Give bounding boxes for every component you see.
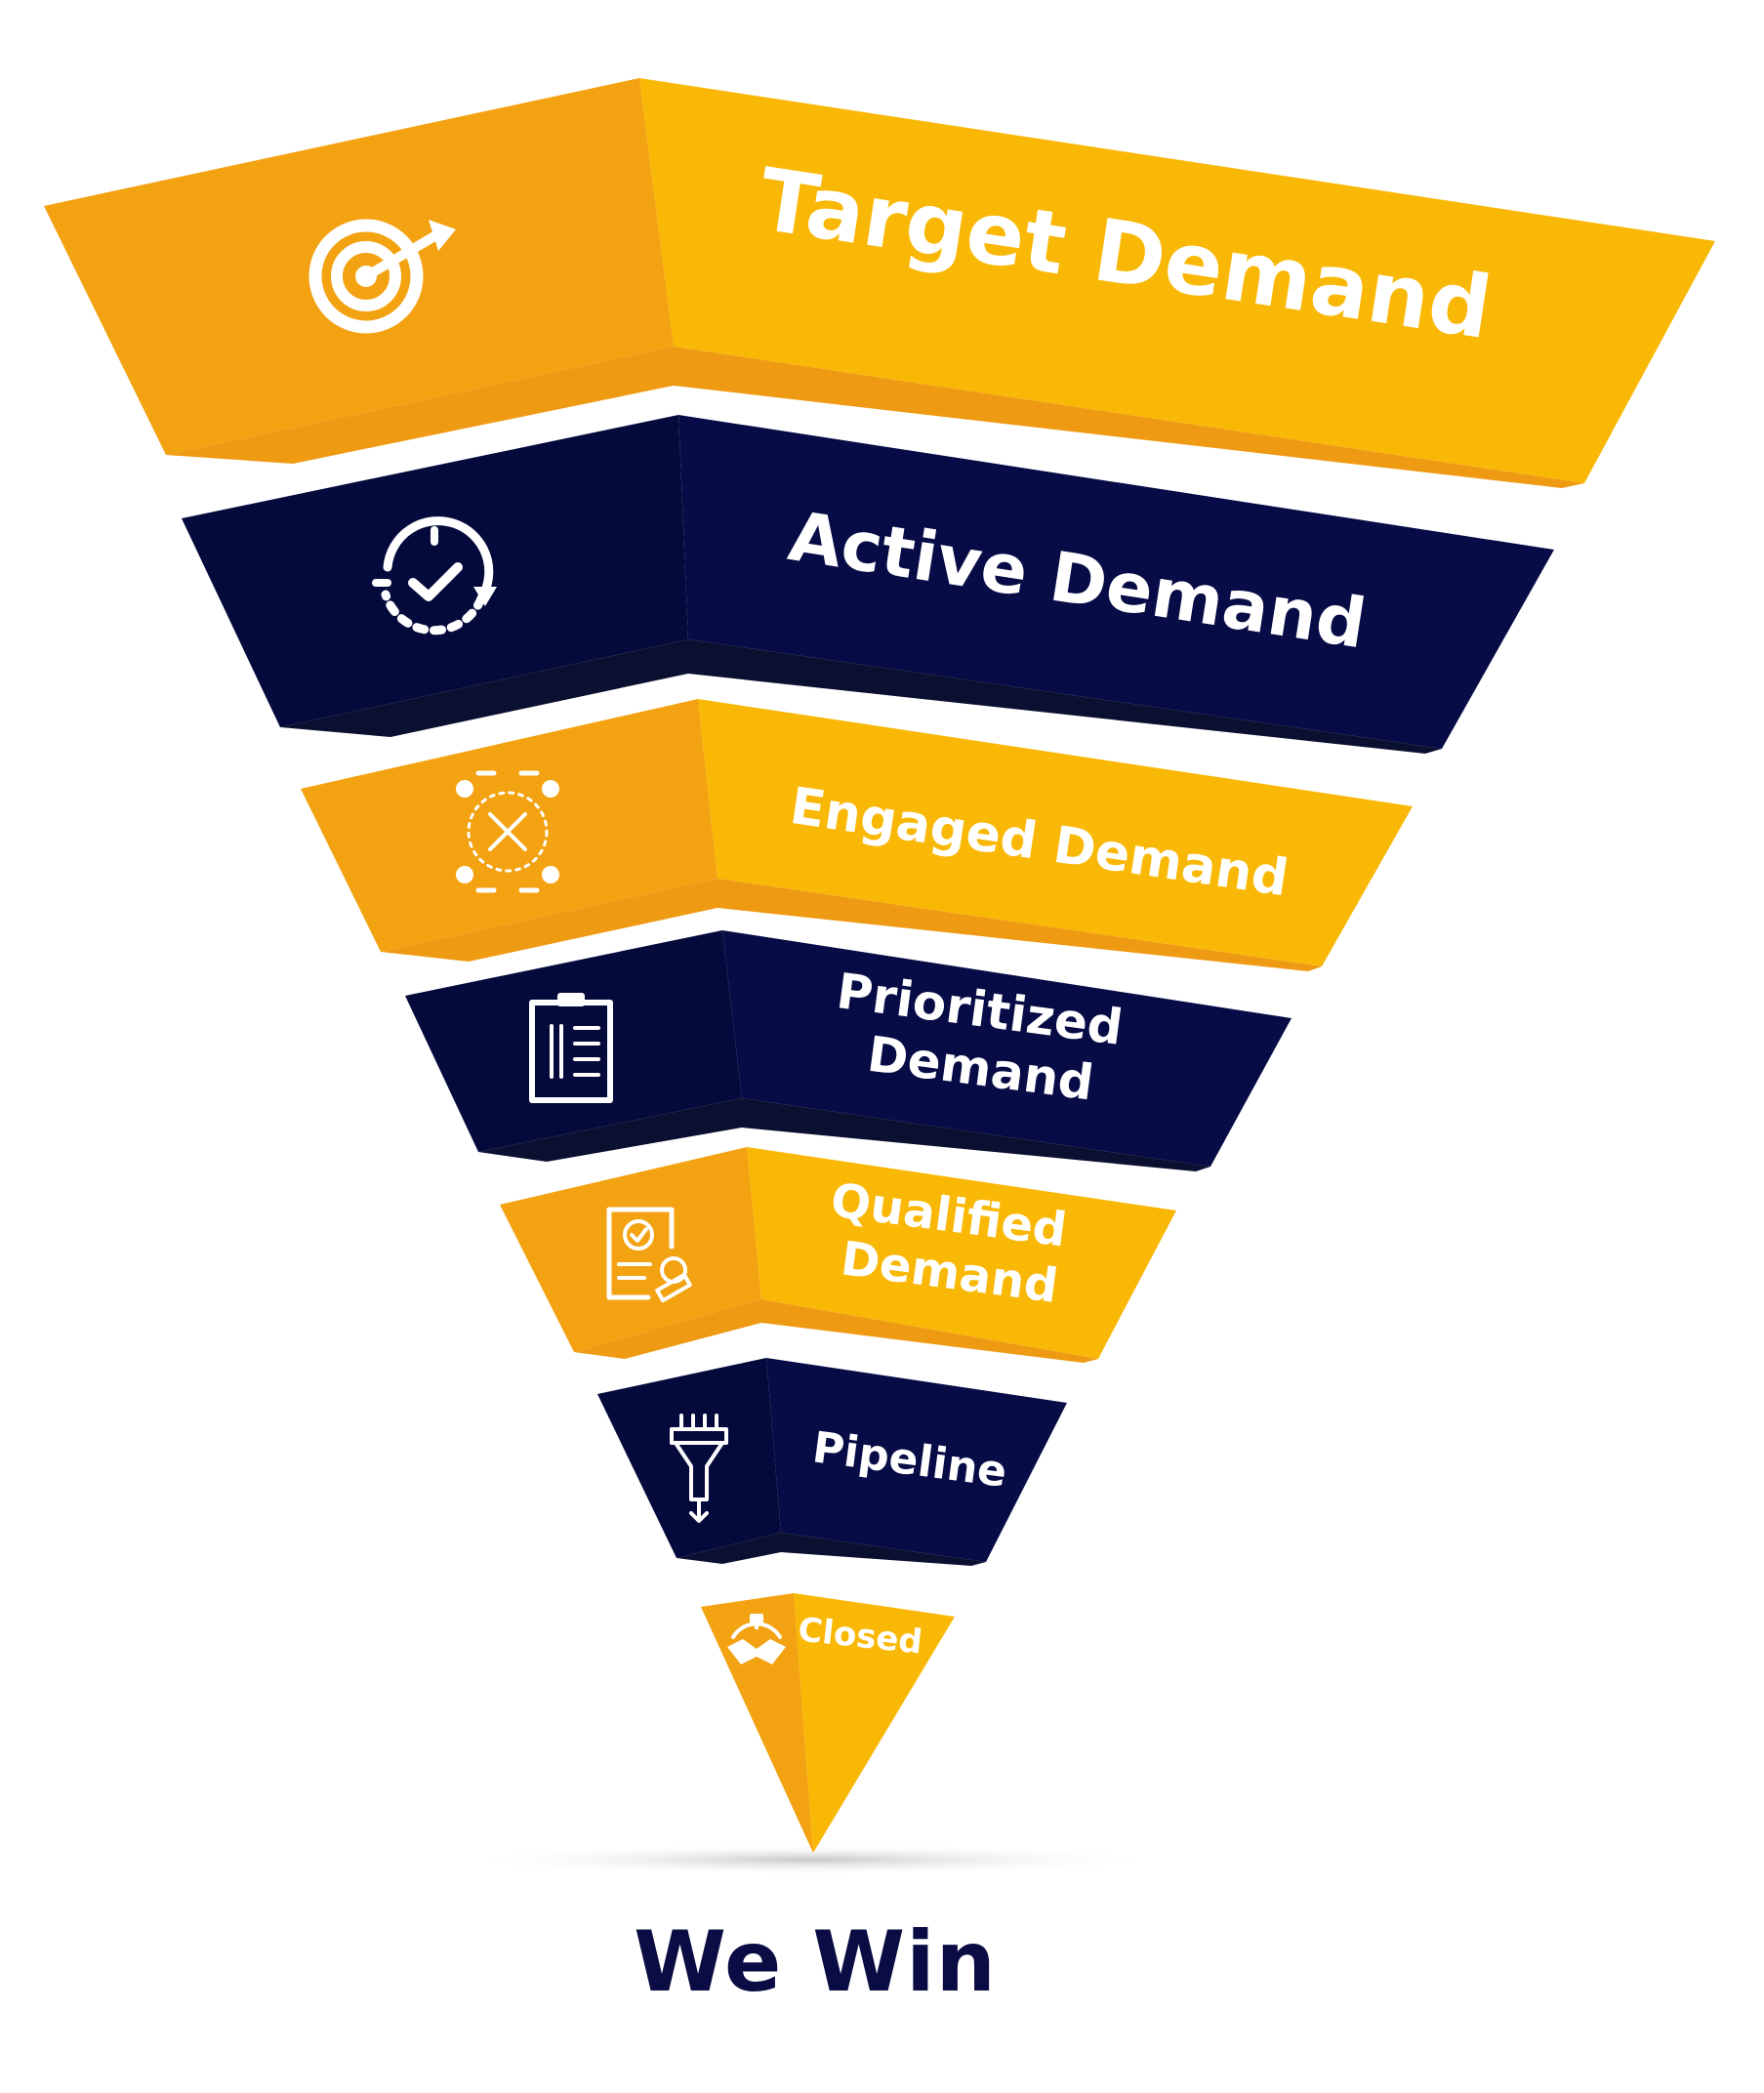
stage-4-under-band bbox=[478, 1098, 1210, 1171]
network-people-icon bbox=[456, 770, 559, 893]
clipboard-sort-icon bbox=[529, 993, 613, 1103]
stage-6-under-band bbox=[677, 1533, 986, 1566]
stage-3-right-face bbox=[698, 699, 1413, 966]
handshake-trophy-icon bbox=[727, 1614, 786, 1664]
target-arrow-icon bbox=[308, 219, 456, 334]
stage-closed: Closed bbox=[701, 1593, 955, 1853]
stage-2-left-face bbox=[182, 415, 688, 727]
stage-5-right-face bbox=[747, 1147, 1176, 1359]
stage-5-under-band bbox=[574, 1299, 1098, 1363]
stage-1-under-band bbox=[166, 347, 1584, 488]
stage-pipeline: Pipeline bbox=[597, 1358, 1067, 1566]
stage-7-left-face bbox=[701, 1593, 813, 1853]
stage-2-under-band bbox=[280, 639, 1442, 754]
stage-2-right-face bbox=[678, 415, 1554, 749]
stage-engaged-demand: Engaged Demand bbox=[301, 699, 1413, 971]
stage-7-right-face bbox=[794, 1593, 955, 1853]
outcome-label: We Win bbox=[634, 1913, 997, 2011]
stage-prioritized-demand: Prioritized Demand bbox=[405, 930, 1292, 1171]
stage-1-left-face bbox=[44, 78, 674, 455]
stage-6-left-face bbox=[597, 1358, 781, 1558]
stage-3-left-face bbox=[301, 699, 718, 952]
stage-5-left-face bbox=[500, 1147, 761, 1352]
ground-shadow bbox=[459, 1844, 1162, 1875]
stage-qualified-demand: Qualified Demand bbox=[500, 1147, 1176, 1363]
stage-target-demand: Target Demand bbox=[44, 78, 1715, 488]
certificate-stamp-icon bbox=[606, 1207, 692, 1303]
stage-1-right-face bbox=[639, 78, 1715, 483]
stage-6-right-face bbox=[766, 1358, 1067, 1562]
stage-4-right-face bbox=[722, 930, 1292, 1167]
clock-check-icon bbox=[372, 516, 497, 636]
funnel-filter-icon bbox=[670, 1414, 728, 1523]
stage-4-left-face bbox=[405, 930, 742, 1152]
stage-3-under-band bbox=[381, 879, 1322, 971]
stage-active-demand: Active Demand bbox=[182, 415, 1554, 754]
